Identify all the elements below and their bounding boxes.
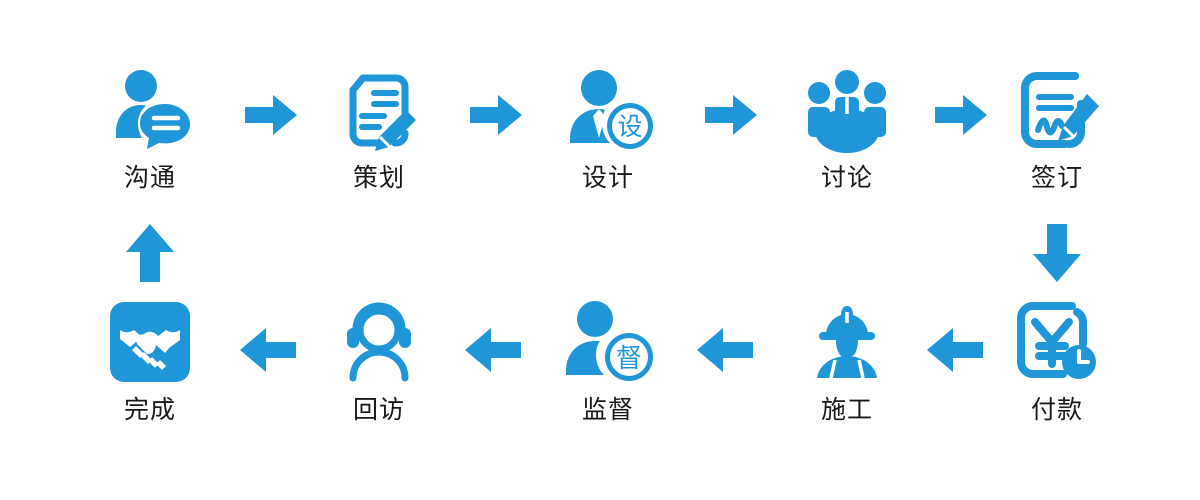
handshake-square-icon: [75, 292, 225, 392]
step-label: 沟通: [123, 164, 176, 192]
step-payment[interactable]: 付款: [982, 292, 1132, 423]
arrow-communicate-to-plan: [243, 92, 299, 138]
step-complete[interactable]: 完成: [75, 292, 225, 423]
person-speech-bubble-icon: [75, 60, 225, 160]
step-label: 策划: [352, 164, 405, 192]
step-follow-up-visit[interactable]: 回访: [304, 292, 454, 423]
step-label: 回访: [352, 396, 405, 424]
step-sign-contract[interactable]: 签订: [982, 60, 1132, 191]
arrow-construct-to-supervise: [695, 325, 755, 375]
step-communicate[interactable]: 沟通: [75, 60, 225, 191]
step-label: 设计: [581, 164, 634, 192]
step-label: 讨论: [820, 164, 873, 192]
step-design[interactable]: 设 设计: [533, 60, 683, 191]
person-badge-du-icon: 督: [533, 292, 683, 392]
step-discuss[interactable]: 讨论: [772, 60, 922, 191]
badge-glyph-she: 设: [617, 113, 642, 141]
step-supervise[interactable]: 督 监督: [533, 292, 683, 423]
arrow-plan-to-design: [468, 92, 524, 138]
person-tie-badge-she-icon: 设: [533, 60, 683, 160]
arrow-sign-to-payment: [1031, 222, 1083, 284]
arrow-complete-to-communicate: [124, 222, 176, 284]
step-label: 施工: [820, 396, 873, 424]
arrow-design-to-discuss: [703, 92, 759, 138]
arrow-discuss-to-sign: [933, 92, 989, 138]
contract-signature-pen-icon: [982, 60, 1132, 160]
group-meeting-table-icon: [772, 60, 922, 160]
step-plan[interactable]: 策划: [304, 60, 454, 191]
hardhat-worker-icon: [772, 292, 922, 392]
yen-invoice-clock-icon: [982, 292, 1132, 392]
badge-glyph-du: 督: [616, 343, 642, 373]
document-pencil-icon: [304, 60, 454, 160]
step-label: 完成: [123, 396, 176, 424]
step-label: 监督: [581, 396, 634, 424]
step-label: 签订: [1030, 164, 1083, 192]
arrow-payment-to-construct: [925, 325, 985, 375]
step-label: 付款: [1030, 396, 1083, 424]
arrow-revisit-to-complete: [238, 325, 298, 375]
step-construction[interactable]: 施工: [772, 292, 922, 423]
headset-person-outline-icon: [304, 292, 454, 392]
arrow-supervise-to-revisit: [463, 325, 523, 375]
